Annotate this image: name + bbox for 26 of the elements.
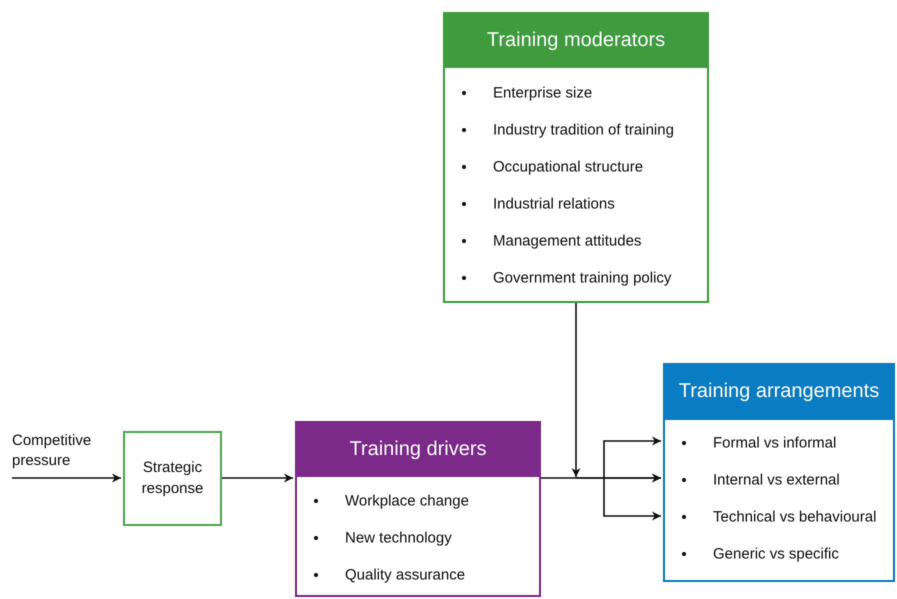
list-item: Technical vs behavioural [713,508,876,526]
list-item: Occupational structure [493,158,644,176]
list-item: Enterprise size [493,84,592,102]
box-heading: Training arrangements [663,363,895,420]
list-item: Government training policy [493,270,672,286]
arrow [12,474,121,482]
list-item: Industry tradition of training [493,122,674,138]
arrow [572,303,661,482]
list-item: Workplace change [345,492,469,510]
list-item: Management attitudes [493,232,642,250]
edge-label: Competitive pressure [12,431,92,472]
category-box [663,363,895,582]
box-heading: Training drivers [295,421,541,477]
branch-arrows [603,436,661,520]
box-heading: Training moderators [443,12,709,68]
box-text: Strategic response [140,458,204,498]
list-item: Quality assurance [345,566,466,584]
process-box [123,431,222,526]
list-item: Industrial relations [493,196,615,212]
arrow [222,474,293,482]
list-item: Generic vs specific [713,546,839,562]
list-item: New technology [345,530,452,546]
list-item: Formal vs informal [713,434,836,452]
list-item: Internal vs external [713,472,840,488]
category-box [295,421,541,597]
category-box [443,12,709,303]
